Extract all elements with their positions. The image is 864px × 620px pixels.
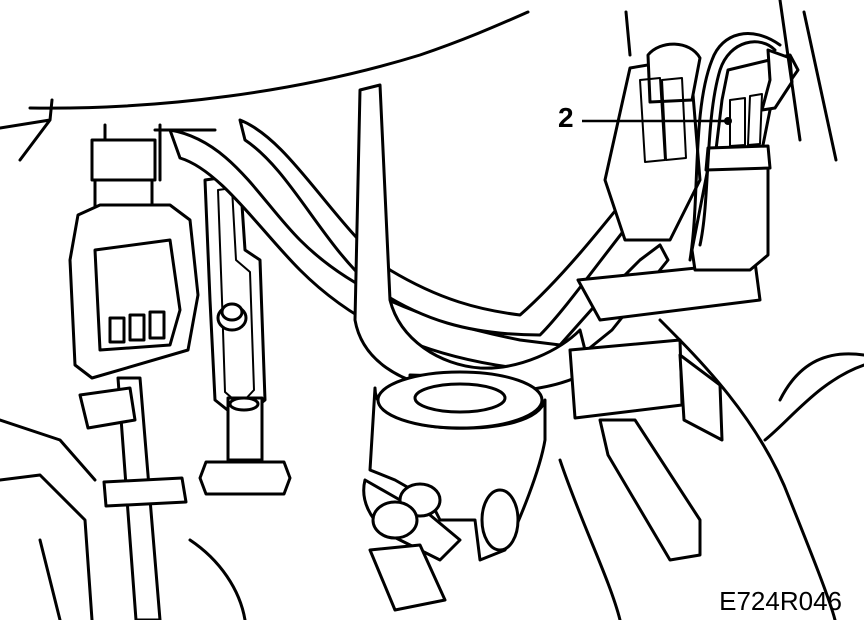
left-rod-clamp [102,476,188,508]
universal-joint-hole [371,500,419,540]
callout-dot [724,117,732,125]
right-lower-lever [598,418,702,562]
connector-right-terminals [729,93,763,147]
connector-left-slots [639,77,687,163]
center-left-bracket-inner [217,187,255,406]
right-lower-curves [763,352,864,442]
wire-harness-main [168,128,670,374]
left-sensor-slots [108,310,166,344]
universal-joint-bore [413,382,507,414]
universal-joint-lower [368,543,447,612]
right-lower-outline [558,318,837,620]
upper-panel-outline [28,10,530,110]
connector-right-lock [760,48,794,112]
left-panel-edge [0,98,54,162]
bolt-head-upper-top [220,302,244,322]
lower-left-structure [0,418,97,620]
connector-right-collar [704,144,772,172]
left-connector-body [90,138,157,182]
connector-left-top [646,42,702,104]
right-bracket-clip [568,338,684,420]
far-right-lines [624,0,838,162]
lower-left-curve [188,538,247,620]
lower-bolt-tip [228,396,260,412]
figure-code: E724R046 [719,586,842,616]
left-rod-bracket [78,386,137,430]
universal-joint-pin-right [480,488,520,552]
callout-number: 2 [558,102,574,133]
connector-wire-loop [688,32,782,262]
right-bracket-clip-front [678,353,724,442]
lower-bolt-nut [198,460,292,496]
